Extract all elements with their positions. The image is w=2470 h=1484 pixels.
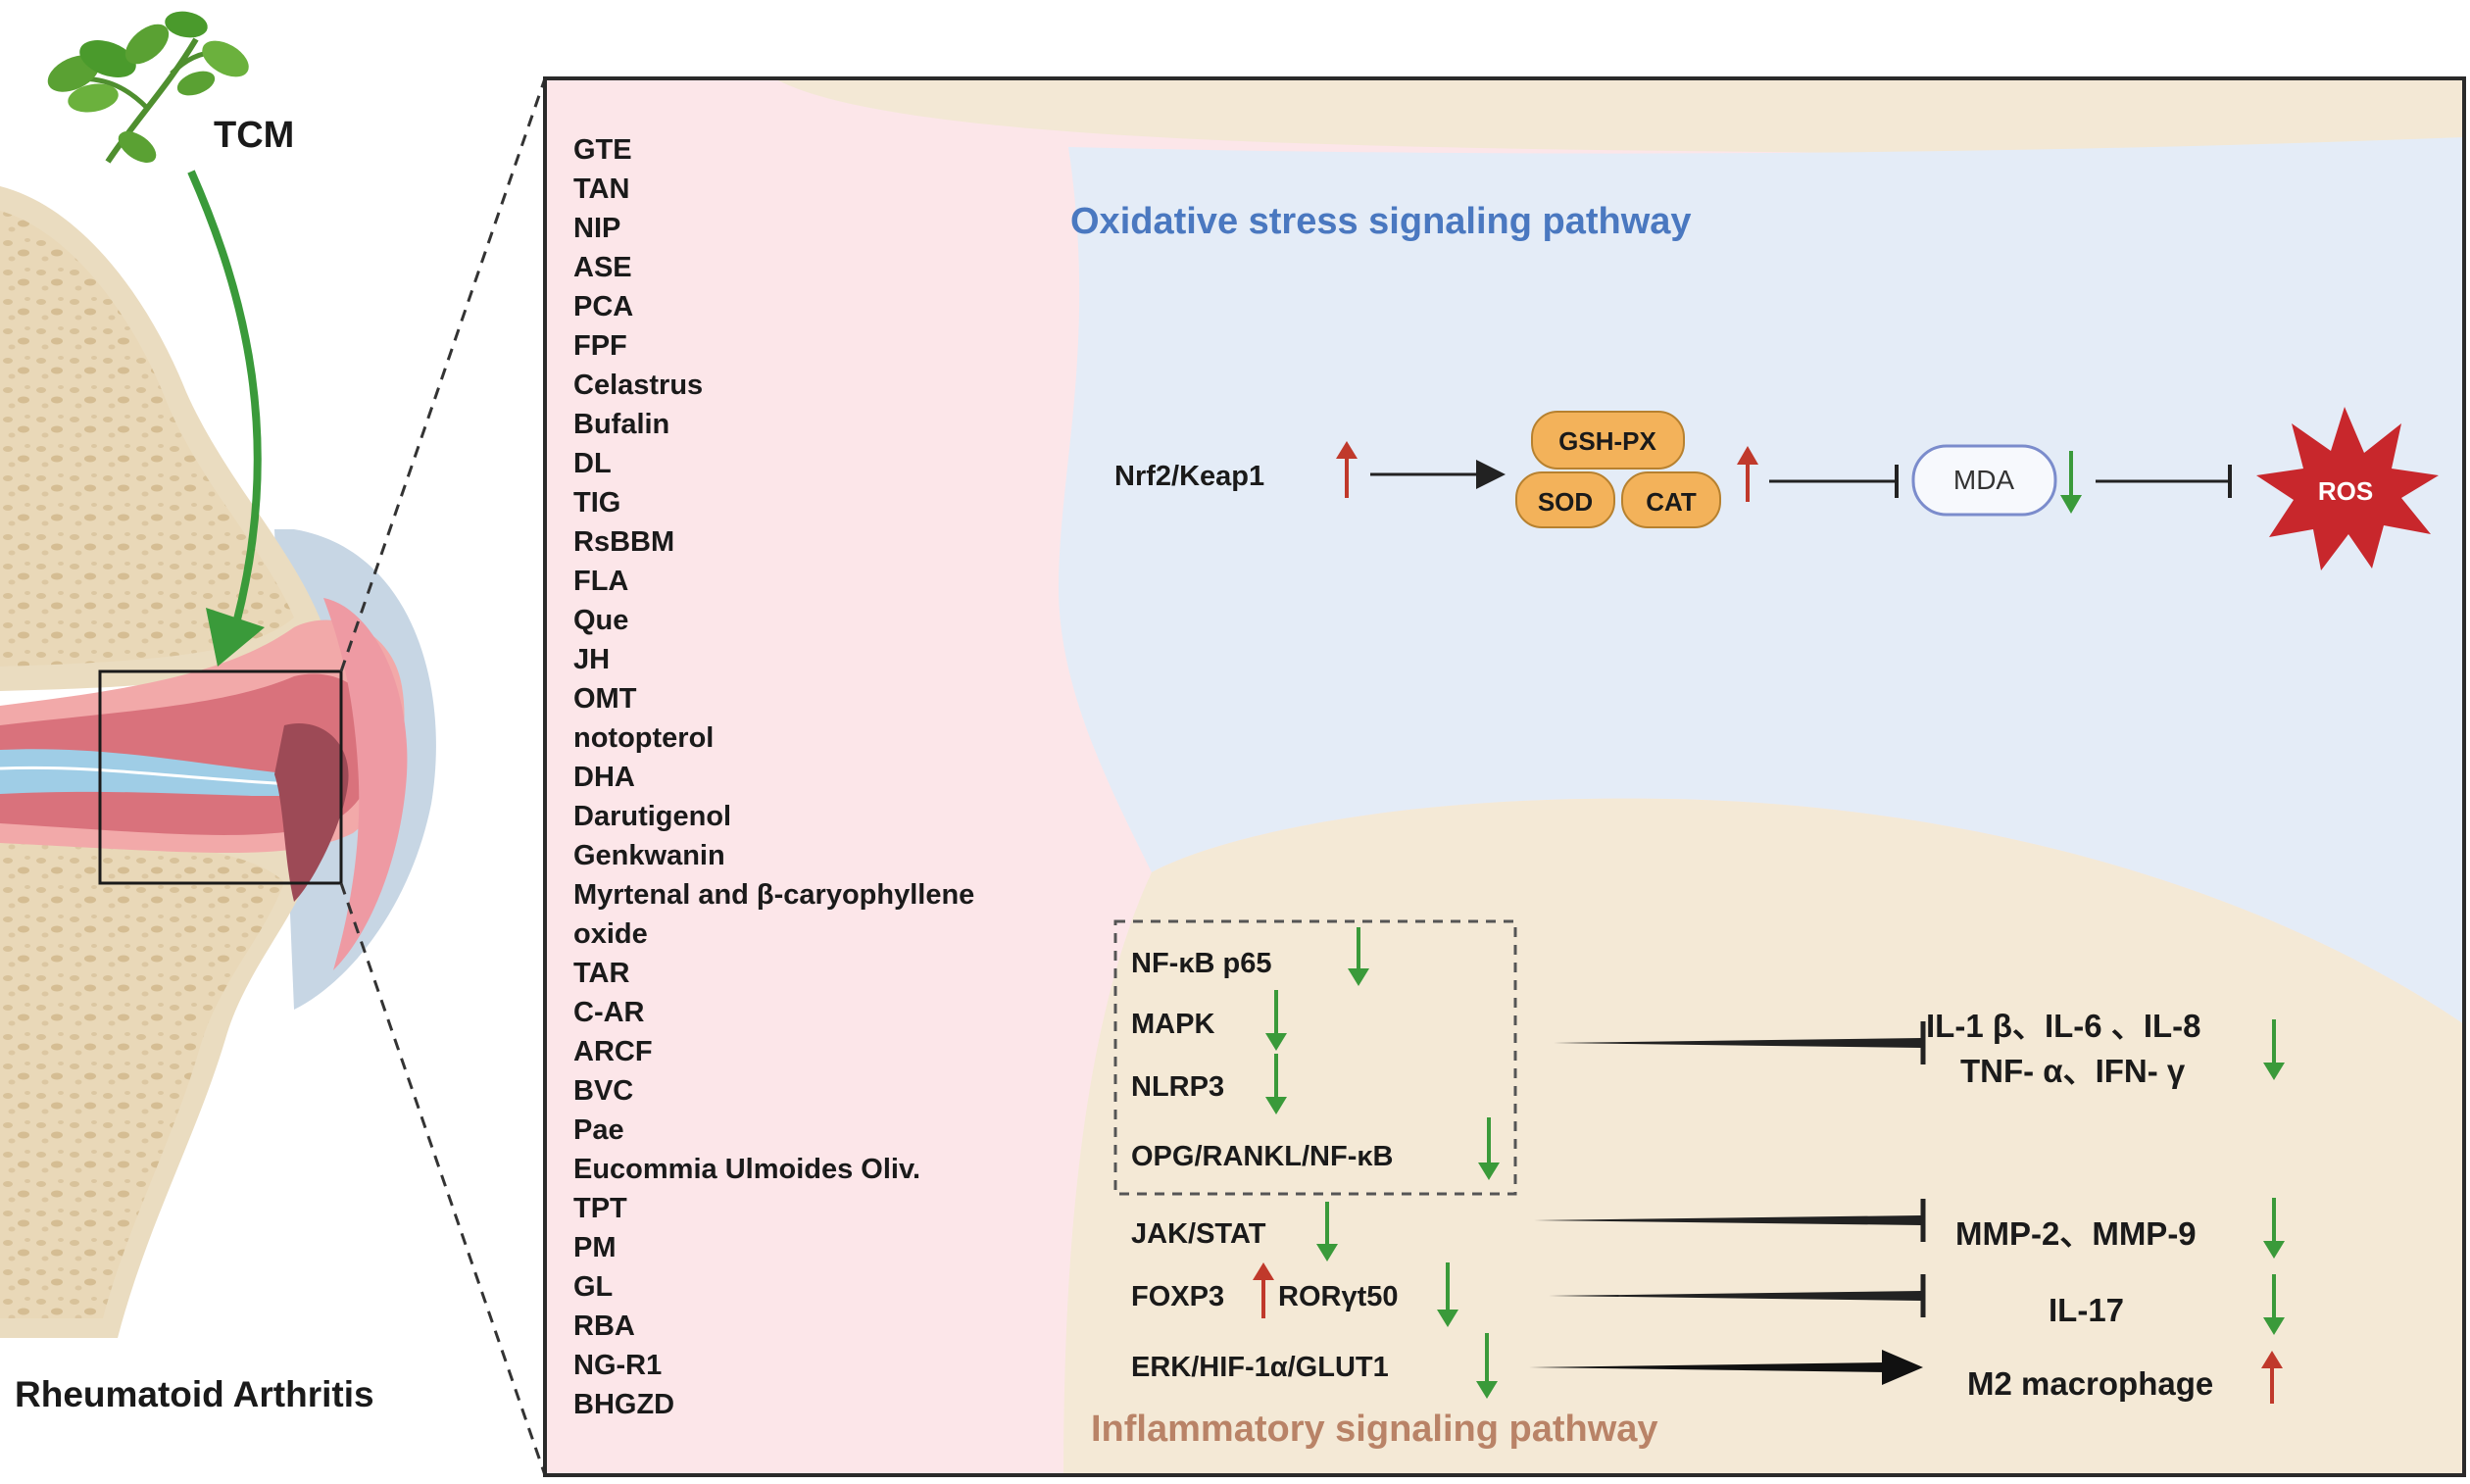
nfkb-p65-label: NF-κB p65 — [1131, 948, 1271, 979]
compound-item: GL — [573, 1271, 613, 1303]
compound-item: Eucommia Ulmoides Oliv. — [573, 1154, 920, 1185]
compound-item: Darutigenol — [573, 801, 731, 832]
foxp3-up-arrow — [1253, 1262, 1274, 1318]
roryt50-label: RORγt50 — [1278, 1281, 1399, 1312]
compound-item: PCA — [573, 291, 633, 322]
tcm-to-joint-arrow — [187, 170, 262, 629]
joint-illustration: TCM Rheumatoid Arthritis — [0, 11, 547, 1476]
compound-item: ARCF — [573, 1036, 653, 1067]
oxidative-pathway-title: Oxidative stress signaling pathway — [1070, 201, 1692, 242]
compound-item: Celastrus — [573, 370, 703, 401]
compound-item: RsBBM — [573, 526, 674, 558]
compound-item: TPT — [573, 1193, 627, 1224]
tcm-plant-icon — [47, 11, 249, 164]
compound-item: GTE — [573, 134, 632, 166]
cytokines-down-arrow — [2263, 1019, 2285, 1080]
nfkb-down-arrow — [1348, 927, 1369, 986]
compound-item: Bufalin — [573, 409, 669, 440]
compound-item: DL — [573, 448, 612, 479]
compound-item: BVC — [573, 1075, 633, 1107]
compound-item: TAN — [573, 173, 629, 205]
compound-item: TAR — [573, 958, 630, 989]
disease-label: Rheumatoid Arthritis — [15, 1374, 374, 1414]
inflammatory-region — [1063, 798, 2464, 1475]
compound-item: C-AR — [573, 997, 645, 1028]
gsh-px-blob — [1531, 411, 1685, 470]
enzymes-up-arrow — [1737, 446, 1758, 502]
ror-down-arrow — [1437, 1262, 1458, 1327]
mmp-down-arrow — [2263, 1198, 2285, 1259]
compound-item: Myrtenal and β-caryophyllene — [573, 879, 974, 911]
erk-to-m2-arrow — [1529, 1362, 1887, 1372]
cat-blob — [1621, 471, 1721, 528]
compound-item: OMT — [573, 683, 637, 715]
compound-item: FPF — [573, 330, 627, 362]
compound-item: notopterol — [573, 722, 714, 754]
nrf2-up-arrow — [1336, 441, 1358, 498]
cytokines-line2: TNF- α、IFN- γ — [1960, 1053, 2186, 1089]
mapk-label: MAPK — [1131, 1009, 1214, 1040]
tcm-label: TCM — [214, 115, 294, 156]
opg-down-arrow — [1478, 1117, 1500, 1180]
compound-item: BHGZD — [573, 1389, 674, 1420]
compound-item: Pae — [573, 1114, 624, 1146]
compound-item: DHA — [573, 762, 635, 793]
compound-item: Genkwanin — [573, 840, 725, 871]
compound-item: oxide — [573, 918, 648, 950]
erk-down-arrow — [1476, 1333, 1498, 1399]
ros-burst — [2256, 407, 2439, 570]
jak-down-arrow — [1316, 1202, 1338, 1261]
compound-item: ASE — [573, 252, 632, 283]
compound-item: PM — [573, 1232, 617, 1263]
compound-item: JH — [573, 644, 610, 675]
mda-node — [1911, 444, 2057, 517]
nrf2-keap1-label: Nrf2/Keap1 — [1114, 461, 1264, 492]
jak-inhibit-mmp — [1534, 1215, 1921, 1225]
ror-inhibit-il17 — [1549, 1291, 1921, 1301]
mda-label: MDA — [1953, 465, 2015, 495]
m2-macrophage-label: M2 macrophage — [1967, 1365, 2213, 1402]
mmp-label: MMP-2、MMP-9 — [1955, 1215, 2197, 1252]
nfkb-group-box — [1113, 919, 1517, 1196]
il17-down-arrow — [2263, 1274, 2285, 1335]
zoom-box — [98, 669, 343, 885]
group-inhibit-cytokines — [1554, 1038, 1921, 1048]
compound-item: FLA — [573, 566, 628, 597]
top-tissue-band — [774, 78, 2464, 156]
compound-item: RBA — [573, 1311, 635, 1342]
erk-hif-glut1-label: ERK/HIF-1α/GLUT1 — [1131, 1352, 1389, 1383]
oxidative-pathway: Oxidative stress signaling pathway Nrf2/… — [1070, 201, 2439, 570]
cytokines-line1: IL-1 β、IL-6 、IL-8 — [1926, 1008, 2200, 1044]
gsh-px-label: GSH-PX — [1558, 426, 1656, 456]
zoom-line-top — [339, 77, 547, 672]
cat-label: CAT — [1646, 487, 1697, 517]
enzyme-cluster: GSH-PX SOD CAT — [1515, 411, 1721, 528]
sod-label: SOD — [1538, 487, 1593, 517]
compound-item: Que — [573, 605, 628, 636]
il17-label: IL-17 — [2049, 1292, 2124, 1328]
opg-rankl-nfkb-label: OPG/RANKL/NF-κB — [1131, 1141, 1394, 1172]
compound-item: TIG — [573, 487, 620, 519]
mda-down-arrow — [2060, 451, 2082, 514]
oxidative-region — [1059, 137, 2464, 1024]
inflammatory-pathway-title: Inflammatory signaling pathway — [1091, 1409, 1658, 1450]
foxp3-label: FOXP3 — [1131, 1281, 1224, 1312]
synovial-cavity — [0, 749, 343, 796]
zoom-line-bottom — [339, 882, 547, 1476]
inflammatory-pathway: NF-κB p65 MAPK NLRP3 OPG/RANKL/NF-κB JAK… — [1091, 919, 2285, 1450]
nlrp3-down-arrow — [1265, 1054, 1287, 1114]
sod-blob — [1515, 471, 1615, 528]
jak-stat-label: JAK/STAT — [1131, 1218, 1266, 1250]
compound-item: NG-R1 — [573, 1350, 662, 1381]
ros-label: ROS — [2318, 476, 2373, 506]
mapk-down-arrow — [1265, 990, 1287, 1051]
pathway-panel — [543, 76, 2466, 1477]
m2-up-arrow — [2261, 1351, 2283, 1404]
compound-item: NIP — [573, 213, 620, 244]
nlrp3-label: NLRP3 — [1131, 1071, 1224, 1103]
